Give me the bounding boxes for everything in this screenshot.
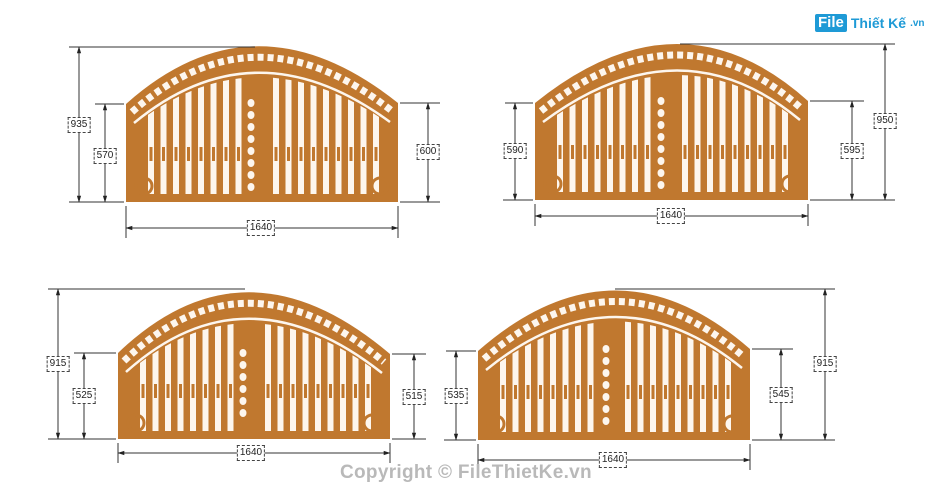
gate-2-total-height-label: 950: [873, 113, 897, 129]
logo-file-badge: File: [815, 14, 847, 32]
gate-drawing-2: [503, 43, 895, 226]
site-logo[interactable]: File Thiết Kế .vn: [815, 14, 925, 32]
gate-drawing-1: [69, 46, 440, 238]
logo-tld: .vn: [910, 17, 925, 29]
gate-drawing-4: [444, 288, 835, 470]
gate-2-right-height-label: 595: [840, 143, 864, 159]
gate-4-width-label: 1640: [598, 452, 628, 468]
gate-2-width-label: 1640: [656, 208, 686, 224]
gate-3-right-height-label: 515: [402, 389, 426, 405]
copyright-watermark: Copyright © FileThietKe.vn: [340, 462, 592, 483]
logo-text: Thiết Kế: [850, 15, 907, 31]
gate-4-right-height-label: 545: [769, 387, 793, 403]
gate-1-right-height-label: 600: [416, 144, 440, 160]
gate-3-width-label: 1640: [236, 445, 266, 461]
gate-4-total-height-label: 915: [813, 356, 837, 372]
gate-4-left-height-label: 535: [444, 388, 468, 404]
gate-1-total-height-label: 935: [67, 117, 91, 133]
gate-1-left-height-label: 570: [93, 148, 117, 164]
gate-drawing-3: [48, 288, 426, 463]
gate-1-width-label: 1640: [246, 220, 276, 236]
gate-3-total-height-label: 915: [46, 356, 70, 372]
gate-2-left-height-label: 590: [503, 143, 527, 159]
gate-3-left-height-label: 525: [72, 388, 96, 404]
